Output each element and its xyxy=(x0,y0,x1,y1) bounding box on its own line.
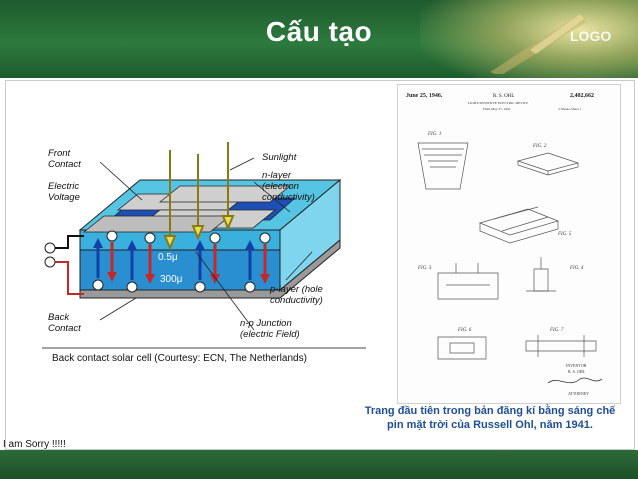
patent-figures xyxy=(417,142,597,360)
p-thickness-label: 300μ xyxy=(160,274,183,285)
patent-attorney: ATTORNEY xyxy=(568,391,589,396)
patent-inventor-header: R. S. OHL xyxy=(493,94,514,99)
patent-inventor-name: R. S. OHL xyxy=(568,369,586,374)
label-electric-voltage-2: Voltage xyxy=(48,192,80,203)
solar-cell-diagram: 0.5μ 300μ Front Contact Electric Voltage… xyxy=(42,142,366,349)
label-n-layer-2: (electron xyxy=(262,181,299,192)
logo-text: LOGO xyxy=(570,28,612,44)
patent-sheets: 2 Sheets-Sheet 1 xyxy=(558,107,582,111)
patent-number: 2,402,662 xyxy=(570,93,594,99)
slide-footer-bar xyxy=(0,450,638,479)
patent-caption: Trang đầu tiên trong bản đăng kí bằng sá… xyxy=(364,405,616,431)
voltage-terminals xyxy=(44,235,84,295)
diagram-caption: Back contact solar cell (Courtesy: ECN, … xyxy=(52,353,307,364)
slide-title: Cấu tạo xyxy=(265,16,373,47)
label-n-layer-3: conductivity) xyxy=(262,192,315,203)
patent-fig-4: FIG. 4 xyxy=(569,266,584,271)
n-thickness-label: 0.5μ xyxy=(158,252,178,263)
label-front-contact-1: Front xyxy=(48,148,71,159)
label-n-layer-1: n-layer xyxy=(262,170,292,181)
label-sunlight: Sunlight xyxy=(262,152,297,163)
patent-subtitle: LIGHT-SENSITIVE ELECTRIC DEVICE xyxy=(468,101,528,105)
label-electric-voltage-1: Electric xyxy=(48,181,79,192)
label-front-contact-2: Contact xyxy=(48,159,81,170)
leader-lines xyxy=(99,157,313,331)
patent-fig-1: FIG. 1 xyxy=(427,132,441,137)
label-np-junction-2: (electric Field) xyxy=(240,329,300,340)
patent-fig-2: FIG. 2 xyxy=(532,144,547,149)
label-np-junction-1: n-p Junction xyxy=(240,318,292,329)
patent-fig-6: FIG. 6 xyxy=(457,328,472,333)
patent-signature xyxy=(547,377,603,384)
label-back-contact-1: Back xyxy=(48,312,70,323)
header-glow xyxy=(420,0,638,78)
label-back-contact-2: Contact xyxy=(48,323,81,334)
label-p-layer-1: p-layer (hole xyxy=(269,284,323,295)
footer-note: I am Sorry !!!!! xyxy=(3,439,66,450)
front-contact-bar xyxy=(82,215,232,233)
patent-fig-5: FIG. 5 xyxy=(557,232,572,237)
patent-filed: Filed May 27, 1941 xyxy=(483,107,511,112)
charge-carriers xyxy=(92,230,271,293)
patent-date: June 25, 1946. xyxy=(406,93,443,99)
sunlight-arrows xyxy=(163,142,235,251)
patent-page: June 25, 1946. R. S. OHL 2,402,662 LIGHT… xyxy=(397,84,621,404)
patent-fig-7: FIG. 7 xyxy=(549,328,564,333)
patent-fig-3: FIG. 3 xyxy=(417,266,432,271)
slide-header: Cấu tạo LOGO xyxy=(0,0,638,78)
label-p-layer-2: conductivity) xyxy=(270,295,323,306)
front-contact-finger-3 xyxy=(158,185,292,203)
fountain-pen-icon xyxy=(490,14,586,74)
patent-inventor-label: INVENTOR xyxy=(566,363,587,368)
back-contact-plate xyxy=(79,238,341,299)
